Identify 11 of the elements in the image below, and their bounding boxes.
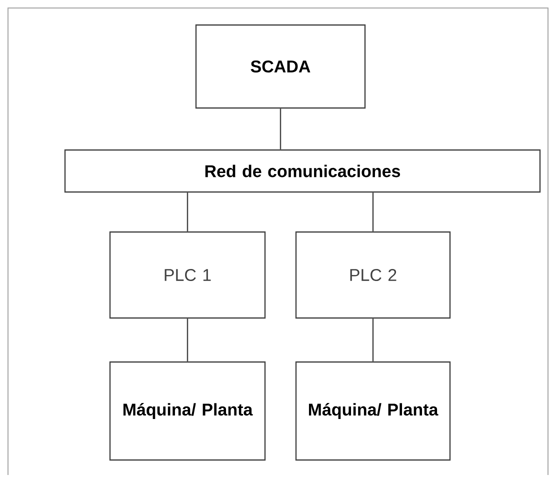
- connector-line: [280, 108, 282, 150]
- process-box: Máquina/ Planta: [295, 361, 451, 461]
- connector-line: [186, 318, 188, 362]
- connector-line: [372, 318, 374, 362]
- connector-line: [186, 192, 188, 232]
- network-bar: Red de comunicaciones: [64, 149, 541, 193]
- process-box: PLC 1: [109, 231, 266, 319]
- connector-line: [372, 192, 374, 232]
- process-box: SCADA: [195, 24, 366, 109]
- process-box: PLC 2: [295, 231, 451, 319]
- process-box: Máquina/ Planta: [109, 361, 266, 461]
